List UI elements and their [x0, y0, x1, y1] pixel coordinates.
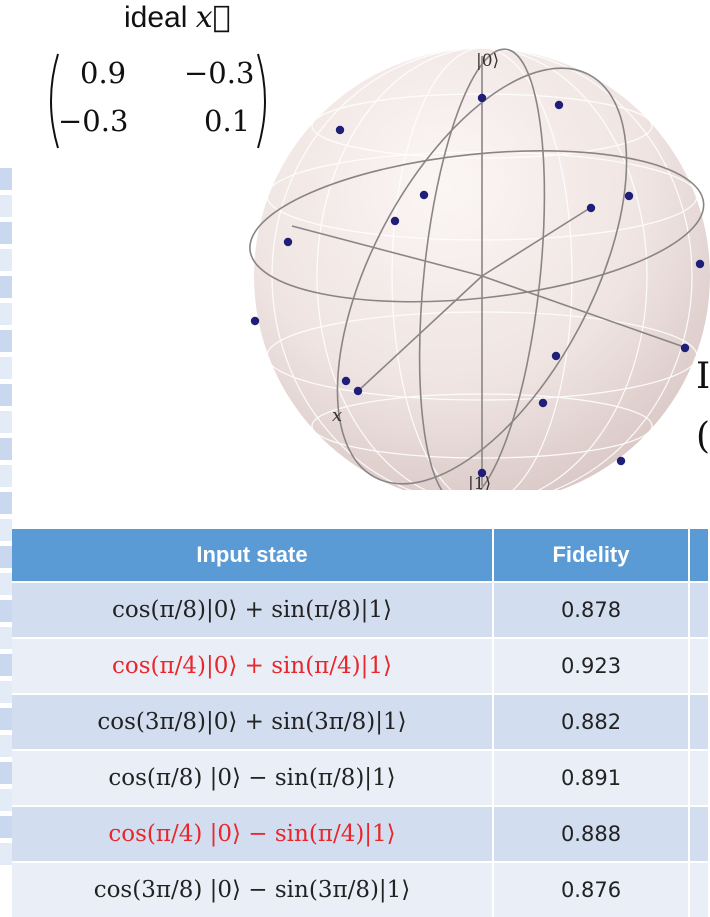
strip-band [0, 438, 12, 460]
state-point [477, 468, 487, 478]
input-state-cell: cos(3π/8) |0⟩ − sin(3π/8)|1⟩ [12, 861, 494, 917]
ket1-label: |1⟩ [468, 474, 491, 490]
fidelity-cell: 0.876 [494, 861, 690, 917]
input-state-cell: cos(π/8)|0⟩ + sin(π/8)|1⟩ [12, 581, 494, 637]
strip-band [0, 303, 12, 325]
strip-band [0, 330, 12, 352]
state-points [250, 93, 705, 478]
strip-band [0, 573, 12, 595]
strip-band [0, 384, 12, 406]
cropped-text-glyph: I [696, 356, 710, 397]
fidelity-cell: 0.888 [494, 805, 690, 861]
strip-band [0, 276, 12, 298]
state-point [335, 125, 345, 135]
input-state-cell: cos(3π/8)|0⟩ + sin(3π/8)|1⟩ [12, 693, 494, 749]
state-point [390, 216, 400, 226]
header-extra [690, 529, 710, 581]
strip-band [0, 681, 12, 703]
fidelity-cell: 0.878 [494, 581, 690, 637]
strip-band [0, 411, 12, 433]
cropped-text-glyph: ( [696, 416, 710, 457]
strip-band [0, 654, 12, 676]
state-point [616, 456, 626, 466]
table-row: cos(π/4) |0⟩ − sin(π/4)|1⟩0.888 [12, 805, 710, 861]
state-point [353, 386, 363, 396]
left-edge-strip [0, 168, 12, 868]
input-state-cell: cos(π/4) |0⟩ − sin(π/4)|1⟩ [12, 805, 494, 861]
extra-cell [690, 637, 710, 693]
strip-band [0, 249, 12, 271]
ideal-vector-label: ideal x⃗ [124, 0, 231, 35]
bloch-sphere: |0⟩ |1⟩ x [249, 47, 710, 490]
table-row: cos(3π/8)|0⟩ + sin(3π/8)|1⟩0.882 [12, 693, 710, 749]
strip-band [0, 465, 12, 487]
state-point [586, 203, 596, 213]
strip-band [0, 627, 12, 649]
strip-band [0, 492, 12, 514]
strip-band [0, 546, 12, 568]
fidelity-table: Input state Fidelity cos(π/8)|0⟩ + sin(π… [12, 529, 710, 917]
strip-band [0, 762, 12, 784]
strip-band [0, 195, 12, 217]
extra-cell [690, 693, 710, 749]
strip-band [0, 168, 12, 190]
table-row: cos(π/4)|0⟩ + sin(π/4)|1⟩0.923 [12, 637, 710, 693]
strip-band [0, 816, 12, 838]
extra-cell [690, 805, 710, 861]
fidelity-cell: 0.923 [494, 637, 690, 693]
matrix-cell-22: 0.1 [204, 104, 251, 138]
state-point [538, 398, 548, 408]
strip-band [0, 357, 12, 379]
input-state-cell: cos(π/8) |0⟩ − sin(π/8)|1⟩ [12, 749, 494, 805]
matrix-cell-21: −0.3 [58, 104, 129, 138]
state-point [551, 351, 561, 361]
fidelity-cell: 0.882 [494, 693, 690, 749]
state-point [250, 316, 260, 326]
state-point [695, 259, 705, 269]
strip-band [0, 735, 12, 757]
table-row: cos(3π/8) |0⟩ − sin(3π/8)|1⟩0.876 [12, 861, 710, 917]
header-input-state: Input state [12, 529, 494, 581]
state-point [283, 237, 293, 247]
matrix-brackets [50, 53, 266, 149]
strip-band [0, 843, 12, 865]
state-point [419, 190, 429, 200]
state-point [477, 93, 487, 103]
ket0-label: |0⟩ [476, 51, 499, 71]
matrix-cell-12: −0.3 [184, 56, 255, 90]
state-point [624, 191, 634, 201]
table-row: cos(π/8)|0⟩ + sin(π/8)|1⟩0.878 [12, 581, 710, 637]
header-fidelity: Fidelity [494, 529, 690, 581]
extra-cell [690, 749, 710, 805]
strip-band [0, 600, 12, 622]
extra-cell [690, 861, 710, 917]
x-axis-label: x [332, 405, 342, 426]
extra-cell [690, 581, 710, 637]
input-state-cell: cos(π/4)|0⟩ + sin(π/4)|1⟩ [12, 637, 494, 693]
matrix-cell-11: 0.9 [80, 56, 127, 90]
state-point [680, 343, 690, 353]
fidelity-cell: 0.891 [494, 749, 690, 805]
table-header-row: Input state Fidelity [12, 529, 710, 581]
strip-band [0, 519, 12, 541]
table-row: cos(π/8) |0⟩ − sin(π/8)|1⟩0.891 [12, 749, 710, 805]
state-point [341, 376, 351, 386]
ideal-matrix: 0.9 −0.3 −0.3 0.1 [44, 52, 272, 150]
strip-band [0, 222, 12, 244]
state-point [554, 100, 564, 110]
strip-band [0, 789, 12, 811]
strip-band [0, 708, 12, 730]
